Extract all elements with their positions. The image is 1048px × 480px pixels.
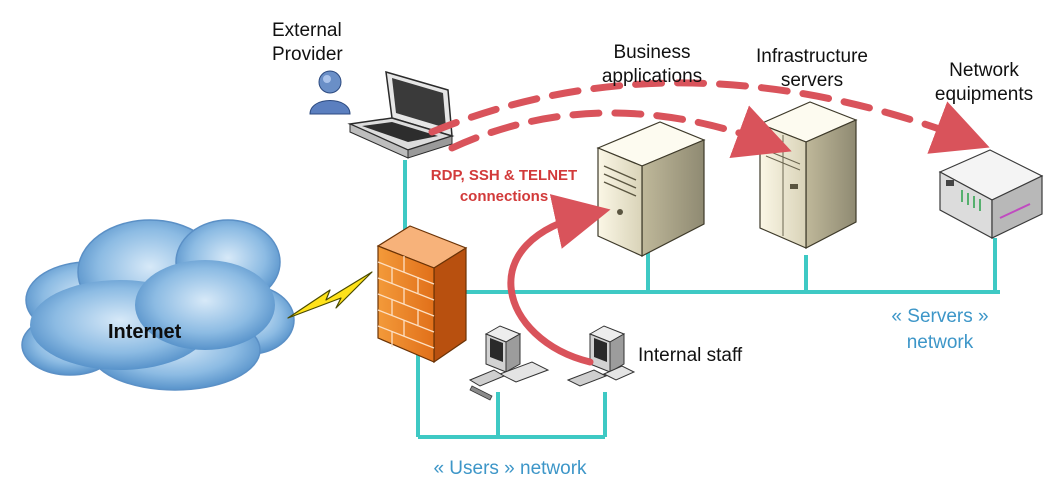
svg-text:Infrastructure: Infrastructure [756, 46, 868, 67]
cloud-icon [21, 219, 295, 391]
network-equipments-label: Network equipments [935, 60, 1033, 105]
arrow-to-infrastructure-servers [448, 105, 792, 159]
server-icon [596, 121, 706, 257]
internet-label: Internet [108, 321, 182, 343]
svg-text:applications: applications [602, 66, 702, 87]
lightning-icon [287, 271, 373, 319]
server-icon [758, 101, 858, 249]
svg-text:RDP, SSH & TELNET: RDP, SSH & TELNET [431, 167, 577, 184]
user-icon [309, 70, 351, 115]
users-network-label: « Users » network [433, 458, 587, 479]
internal-staff-label: Internal staff [638, 345, 743, 366]
svg-text:Provider: Provider [272, 44, 343, 65]
external-provider-label: External Provider [272, 20, 343, 65]
laptop-icon [347, 70, 455, 159]
svg-text:External: External [272, 20, 342, 41]
svg-text:Network: Network [949, 60, 1019, 81]
switch-icon [938, 149, 1044, 240]
svg-text:« Servers »: « Servers » [891, 306, 988, 327]
arrow-to-network-equipments [428, 79, 990, 154]
svg-text:equipments: equipments [935, 84, 1033, 105]
connections-label: RDP, SSH & TELNET connections [431, 167, 577, 205]
workstation-icon [566, 325, 636, 387]
business-applications-label: Business applications [602, 42, 702, 87]
svg-text:network: network [907, 332, 974, 353]
arrow-internal-staff [507, 194, 611, 366]
firewall-icon [376, 225, 468, 364]
svg-text:Business: Business [613, 42, 690, 63]
connection-arrows [428, 79, 990, 366]
svg-text:servers: servers [781, 70, 843, 91]
network-links [403, 160, 1000, 439]
svg-text:connections: connections [460, 188, 548, 205]
workstation-icon [468, 325, 550, 401]
servers-network-label: « Servers » network [891, 306, 988, 353]
infrastructure-servers-label: Infrastructure servers [756, 46, 868, 91]
